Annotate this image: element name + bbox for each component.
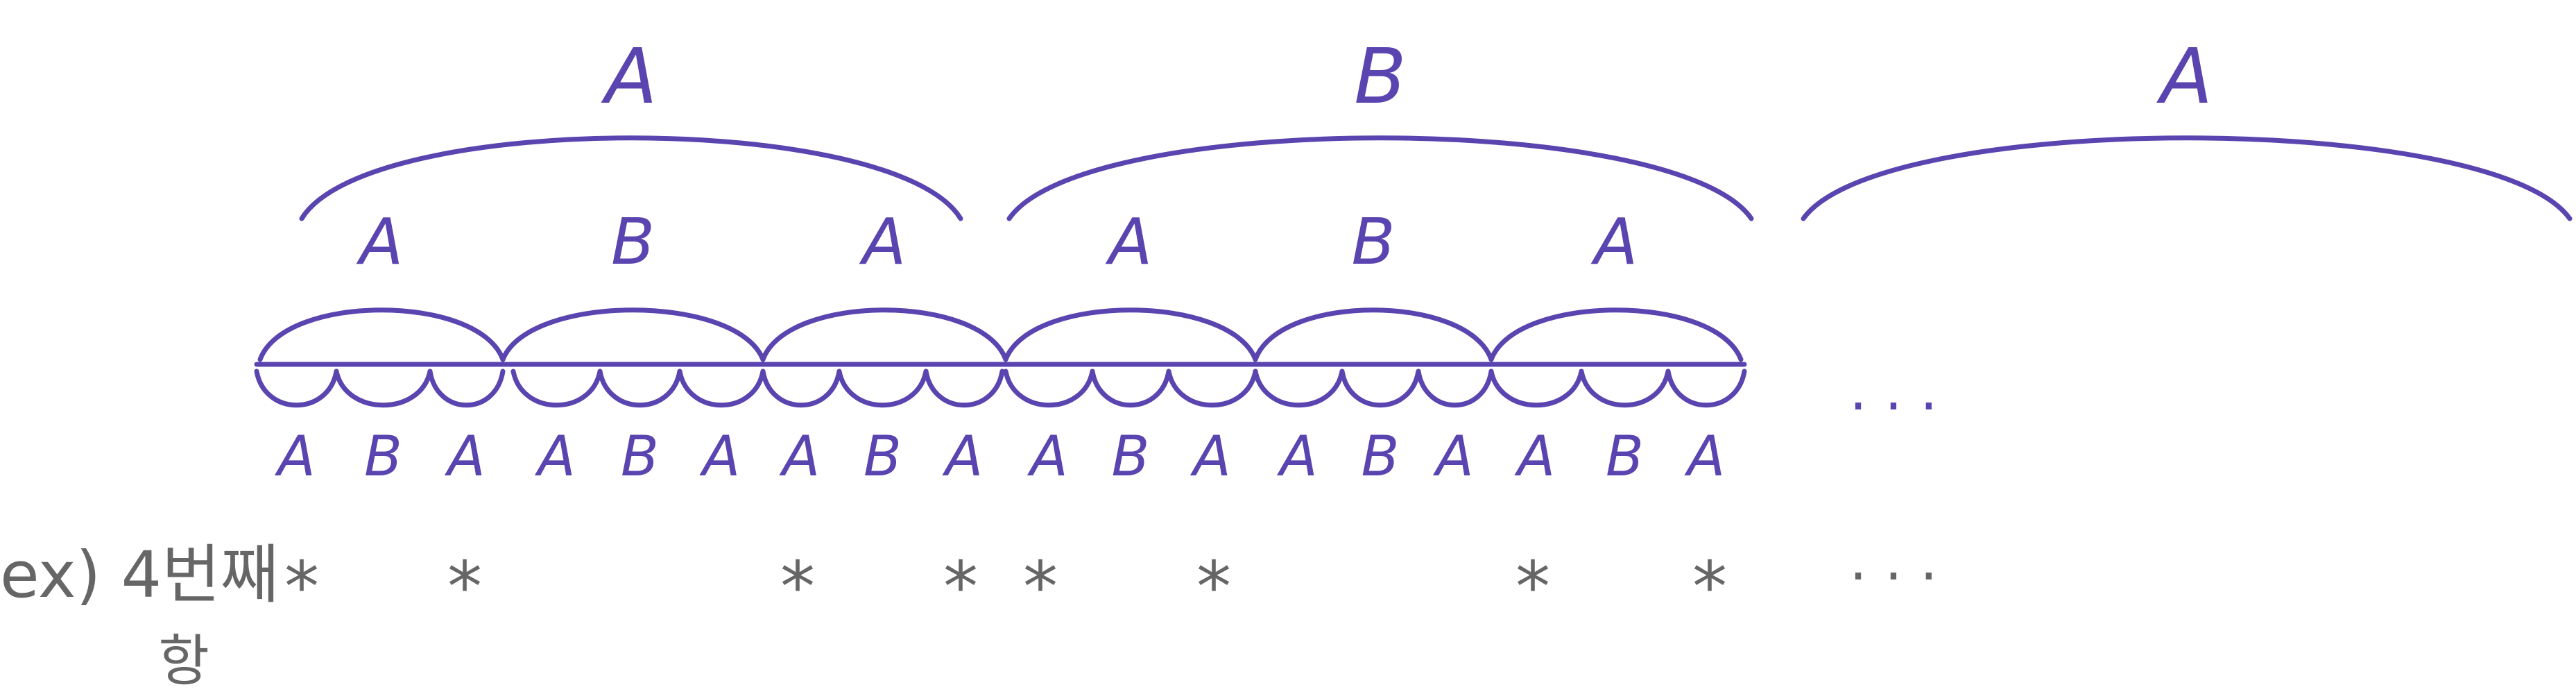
level1-label-0: A (601, 32, 657, 121)
level3-label-17: A (1684, 424, 1726, 489)
level1-brace-1 (1006, 135, 1754, 221)
level3-brace-13 (1339, 369, 1421, 408)
example-mark-5: * (1196, 546, 1231, 627)
continuation-dots-gray: . . . (1849, 528, 1937, 593)
level3-brace-1 (334, 369, 433, 408)
level3-label-14: A (1432, 424, 1474, 489)
example-mark-4: * (1023, 546, 1058, 627)
level3-brace-0 (254, 369, 339, 408)
level3-label-16: B (1606, 424, 1644, 489)
level2-label-1: B (611, 205, 655, 279)
level3-brace-10 (1090, 369, 1171, 408)
level3-label-15: A (1514, 424, 1556, 489)
level3-label-6: A (779, 424, 821, 489)
example-mark-3: * (943, 546, 978, 627)
example-sublabel: 항 (158, 629, 209, 693)
example-marks: * * * * * * * * (284, 546, 1727, 627)
example-mark-7: * (1692, 546, 1727, 627)
level3-brace-16 (1579, 369, 1671, 408)
level1-brace-0 (299, 135, 963, 221)
level3-brace-8 (923, 369, 1005, 408)
example-label: ex) 4번째 (0, 538, 279, 612)
level3-brace-17 (1665, 369, 1747, 408)
level3-label-10: B (1112, 424, 1150, 489)
level1-brace-2 (1801, 135, 2573, 221)
level3-label-2: A (444, 424, 486, 489)
level1-label-1: B (1354, 32, 1406, 121)
level2-label-5: A (1591, 205, 1638, 279)
level3-brace-4 (597, 369, 682, 408)
level3-brace-7 (836, 369, 929, 408)
example-mark-0: * (284, 546, 319, 627)
level2-brace-1 (500, 307, 766, 362)
level2-label-4: B (1351, 205, 1395, 279)
example-mark-2: * (780, 546, 815, 627)
level2-brace-2 (760, 307, 1008, 362)
level3-label-12: A (1276, 424, 1318, 489)
level3-brace-15 (1488, 369, 1584, 408)
level3-brace-11 (1166, 369, 1258, 408)
level2-brace-0 (257, 307, 506, 362)
level3-brace-3 (510, 369, 603, 408)
level3-brace-9 (1003, 369, 1095, 408)
level3-brace-2 (427, 369, 506, 408)
level3-label-0: A (274, 424, 316, 489)
level3-brace-12 (1253, 369, 1345, 408)
level2-label-3: A (1106, 205, 1153, 279)
example-mark-1: * (447, 546, 482, 627)
level3-label-13: B (1362, 424, 1400, 489)
level3-brace-6 (760, 369, 842, 408)
level3-label-4: B (621, 424, 659, 489)
level3-label-11: A (1190, 424, 1231, 489)
level3-label-9: A (1027, 424, 1068, 489)
level2-brace-4 (1253, 307, 1494, 362)
level3-brace-14 (1416, 369, 1494, 408)
example-mark-6: * (1515, 546, 1550, 627)
level3-brace-5 (677, 369, 766, 408)
level2-brace-3 (1003, 307, 1258, 362)
level2-label-0: A (357, 205, 404, 279)
level3-label-5: A (699, 424, 741, 489)
continuation-dots-purple: . . . (1849, 358, 1937, 423)
level3-label-7: B (864, 424, 902, 489)
level3-label-8: A (942, 424, 984, 489)
level2-label-2: A (859, 205, 907, 279)
level2-brace-5 (1488, 307, 1744, 362)
level1-label-2: A (2156, 32, 2213, 121)
level3-label-3: A (534, 424, 576, 489)
level3-label-1: B (364, 424, 402, 489)
